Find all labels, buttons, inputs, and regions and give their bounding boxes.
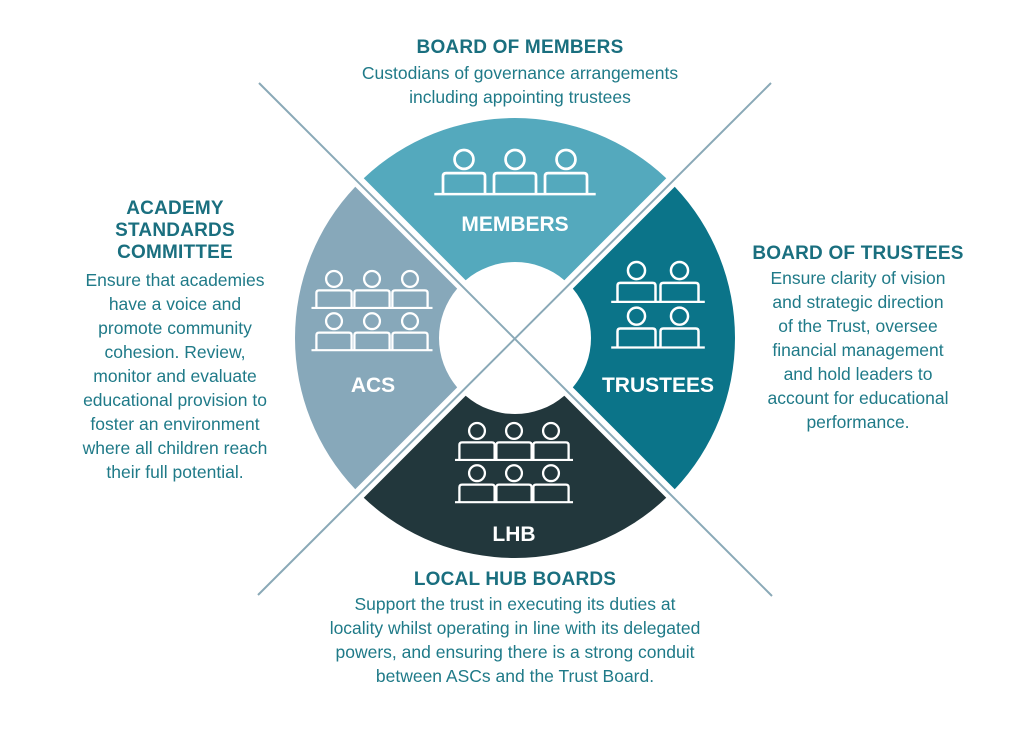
- description-line: including appointing trustees: [409, 87, 631, 107]
- description-line: their full potential.: [106, 462, 244, 482]
- person-icon: [458, 464, 496, 503]
- person-icon: [391, 269, 429, 308]
- segment-members: [363, 117, 667, 281]
- title-line: ACADEMY: [126, 198, 224, 219]
- description-line: between ASCs and the Trust Board.: [375, 666, 655, 686]
- description-line: Ensure that academies: [85, 270, 265, 290]
- person-icon: [616, 260, 657, 302]
- segment-label-trustees: TRUSTEES: [602, 374, 714, 397]
- description-line: locality whilst operating in line with i…: [329, 618, 701, 638]
- person-icon: [616, 306, 657, 348]
- lhb-panel-description: Support the trust in executing its dutie…: [280, 592, 750, 688]
- description-line: where all children reach: [82, 438, 268, 458]
- description-line: cohesion. Review,: [104, 342, 246, 362]
- person-icon: [532, 464, 570, 503]
- acs-people-icon: [311, 269, 433, 352]
- description-line: Ensure clarity of vision: [770, 268, 946, 288]
- trustees-panel-description: Ensure clarity of vision and strategic d…: [738, 266, 978, 434]
- person-icon: [353, 312, 391, 351]
- description-line: performance.: [806, 412, 910, 432]
- description-line: and hold leaders to: [783, 364, 933, 384]
- description-line: financial management: [772, 340, 944, 360]
- trustees-people-icon: [611, 260, 705, 349]
- description-line: educational provision to: [83, 390, 267, 410]
- title-line: COMMITTEE: [117, 242, 233, 263]
- description-line: foster an environment: [90, 414, 260, 434]
- person-icon: [532, 421, 570, 460]
- person-icon: [659, 260, 700, 302]
- segment-label-acs: ACS: [351, 374, 395, 397]
- description-line: and strategic direction: [772, 292, 944, 312]
- segment-lhb: [363, 395, 667, 558]
- person-icon: [492, 148, 538, 195]
- person-icon: [659, 306, 700, 348]
- description-line: promote community: [98, 318, 252, 338]
- person-icon: [315, 312, 353, 351]
- description-line: of the Trust, oversee: [778, 316, 938, 336]
- person-icon: [543, 148, 589, 195]
- person-icon: [315, 269, 353, 308]
- title-line: STANDARDS: [115, 220, 235, 241]
- segment-trustees: [572, 186, 735, 490]
- divider-line-diagonal-up: [257, 82, 772, 596]
- segment-acs: [295, 186, 458, 490]
- person-icon: [458, 421, 496, 460]
- description-line: Custodians of governance arrangements: [361, 63, 679, 83]
- description-line: account for educational: [767, 388, 949, 408]
- person-icon: [495, 464, 533, 503]
- lhb-panel-title: LOCAL HUB BOARDS: [413, 569, 617, 590]
- members-people-icon: [434, 148, 596, 196]
- trustees-panel-title: BOARD OF TRUSTEES: [752, 243, 964, 264]
- person-icon: [441, 148, 487, 195]
- members-panel-description: Custodians of governance arrangements in…: [300, 61, 740, 109]
- acs-panel-description: Ensure that academies have a voice and p…: [52, 268, 298, 484]
- lhb-people-icon: [454, 421, 574, 504]
- person-icon: [391, 312, 429, 351]
- divider-line-diagonal-down: [258, 82, 773, 597]
- description-line: have a voice and: [108, 294, 242, 314]
- description-line: monitor and evaluate: [93, 366, 257, 386]
- description-line: Support the trust in executing its dutie…: [354, 594, 676, 614]
- description-line: powers, and ensuring there is a strong c…: [335, 642, 695, 662]
- segment-label-members: MEMBERS: [461, 213, 568, 236]
- person-icon: [353, 269, 391, 308]
- person-icon: [495, 421, 533, 460]
- members-panel-title: BOARD OF MEMBERS: [416, 37, 624, 58]
- segment-label-lhb: LHB: [492, 523, 535, 546]
- acs-panel-title: ACADEMY STANDARDS COMMITTEE: [55, 198, 295, 264]
